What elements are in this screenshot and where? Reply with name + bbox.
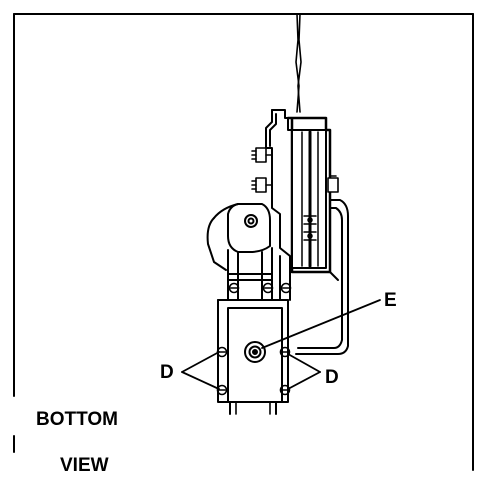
callout-d-left-label: D [160, 362, 174, 383]
leader-e [261, 299, 381, 349]
leader-d-left-bottom [181, 371, 220, 390]
side-bracket [295, 199, 349, 355]
linkage-arms [227, 247, 281, 301]
leader-d-right-bottom [287, 371, 321, 390]
rear-housing [265, 109, 291, 301]
view-label-line-2: VIEW [60, 455, 109, 476]
lower-block [217, 299, 289, 415]
callout-d-right-label: D [325, 367, 339, 388]
side-bolt [327, 175, 339, 193]
pivot-block [206, 203, 271, 271]
callout-e-label: E [384, 290, 397, 311]
screw-e [244, 341, 266, 363]
leader-d-right-top [287, 353, 321, 373]
view-label-line-1: BOTTOM [36, 409, 118, 430]
screws-d [216, 346, 291, 396]
leader-d-left-top [181, 351, 220, 373]
carriage-frame [286, 116, 332, 274]
cable [295, 13, 302, 113]
leader-lines [181, 299, 381, 390]
arm-screws [228, 282, 292, 294]
figure-frame [13, 13, 474, 471]
upper-bolts [251, 147, 273, 193]
